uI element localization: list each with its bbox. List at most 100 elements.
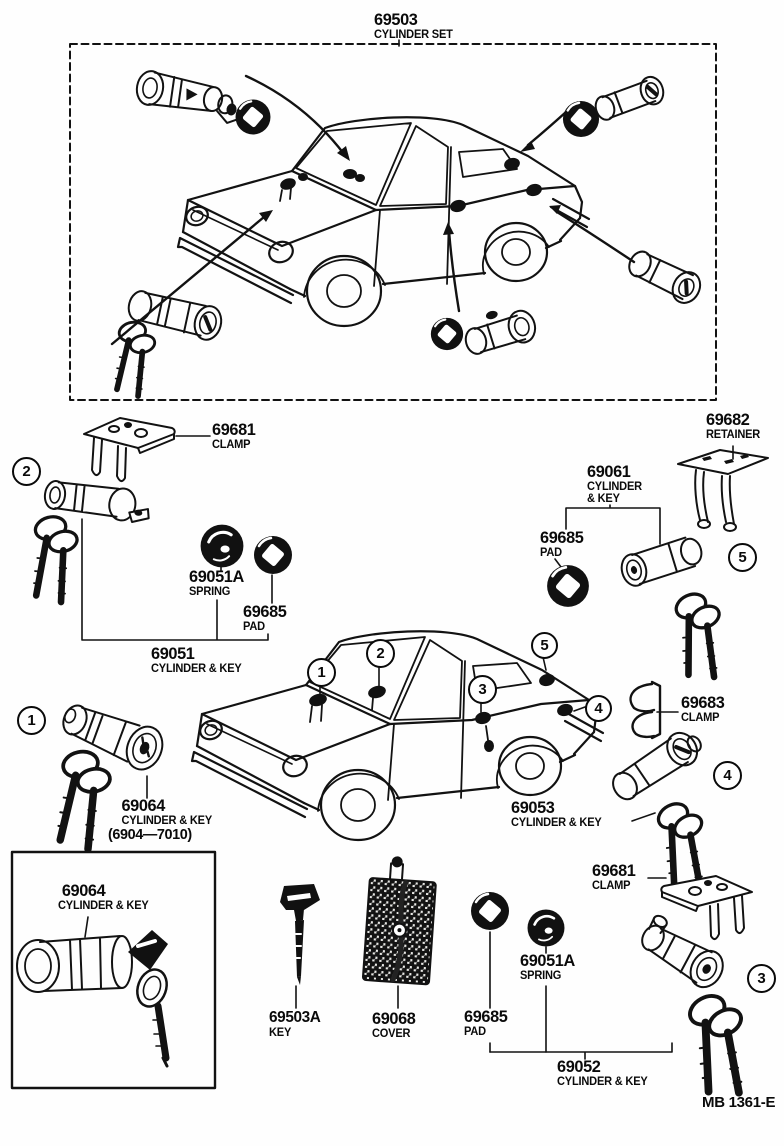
part-name: CYLINDER & KEY [58, 899, 149, 912]
part-name: PAD [540, 546, 562, 559]
keys-69051 [26, 511, 82, 603]
part-name: CYLINDER SET [374, 28, 453, 41]
figure-code: MB 1361-E [702, 1094, 776, 1111]
keys-top-box [108, 316, 160, 397]
cover-69068-drawing [361, 856, 437, 986]
cylinder-69064-box [10, 850, 217, 1090]
label-pad-69685-mid: 69685 PAD [243, 602, 287, 633]
leaders-69052-group [489, 931, 673, 1060]
label-cover-69068: 69068 COVER [372, 1009, 416, 1040]
part-name: SPRING [520, 969, 562, 982]
label-pad-69685-right: 69685 PAD [540, 528, 584, 559]
label-clamp-69681: 69681 CLAMP [212, 420, 256, 451]
trunk-cylinder-top [628, 250, 702, 304]
part-number: 69685 [540, 528, 584, 547]
part-name: CYLINDER & KEY [511, 816, 602, 829]
car-top [176, 116, 591, 328]
callout-number: 4 [594, 700, 603, 717]
keys-69064-mid [48, 744, 117, 851]
cylinder-set-box [69, 43, 717, 401]
part-number: 69064 [121, 796, 165, 815]
car-top-lock-positions [280, 157, 542, 213]
part-name: PAD [243, 620, 265, 633]
callout-3-bottom: 3 [747, 964, 776, 993]
pad-69685-right [545, 563, 591, 609]
pad-top-left [234, 98, 272, 136]
part-name: COVER [372, 1027, 411, 1040]
leader-69053 [631, 812, 656, 822]
callout-number: 2 [22, 463, 31, 480]
callout-number: 5 [738, 549, 747, 566]
callout-5-car: 5 [531, 632, 558, 659]
callout-number: 1 [317, 664, 326, 681]
label-clamp-69683: 69683 CLAMP [681, 694, 725, 724]
part-name: CYLINDER & KEY [151, 662, 242, 675]
ignition-cylinder-bottom [127, 290, 223, 341]
label-cylinder-69051: 69051 CYLINDER & KEY [151, 645, 242, 675]
callout-2-left: 2 [12, 457, 41, 486]
glovebox-cylinder [464, 309, 537, 355]
part-number: 69681 [592, 861, 636, 880]
part-name: CYLINDER & KEY [557, 1075, 648, 1088]
label-spring-69051a-mid: 69051A SPRING [189, 568, 244, 598]
part-number: 69061 [587, 462, 631, 481]
pad-glovebox [429, 316, 465, 352]
clamp-69681-drawing [83, 417, 176, 483]
part-number: 69051 [151, 644, 195, 663]
leaders-69051-group [81, 518, 273, 641]
part-number: 69685 [243, 602, 287, 621]
keys-69052 [683, 987, 754, 1098]
label-cylinder-69064-box: 69064 CYLINDER & KEY [58, 882, 149, 912]
car-middle [190, 630, 605, 842]
callout-4-right: 4 [713, 761, 742, 790]
callout-3-car: 3 [468, 675, 497, 704]
part-name: CLAMP [592, 879, 631, 892]
part-number: 69064 [61, 881, 106, 900]
key-69503a-drawing [280, 884, 320, 985]
callout-number: 3 [478, 681, 487, 698]
label-pad-69685-bottom: 69685 PAD [464, 1007, 508, 1038]
retainer-69682-drawing [677, 449, 769, 532]
callout-5-right: 5 [728, 543, 757, 572]
keys-69061 [671, 588, 727, 680]
part-name: CLAMP [212, 438, 251, 451]
part-name: PAD [464, 1025, 486, 1038]
part-number: 69503 [374, 10, 418, 29]
callout-2-car: 2 [366, 639, 395, 668]
part-number: 69068 [372, 1009, 416, 1028]
callout-1-car: 1 [307, 658, 336, 687]
pad-69685-mid [252, 534, 294, 576]
callout-number: 5 [540, 637, 549, 654]
spring-69051a-mid [199, 523, 245, 569]
cylinder-69064-mid-drawing [62, 704, 164, 771]
leader-69064-box [84, 916, 89, 938]
part-number: 69681 [212, 420, 256, 439]
part-number: 69052 [557, 1057, 601, 1076]
arrow-windshield [244, 74, 350, 161]
label-cylinder-69061: 69061 CYLINDER & KEY [587, 463, 642, 505]
cylinder-69064-box-drawing [16, 930, 170, 1068]
callout-leaders [319, 656, 586, 713]
callout-4-car: 4 [585, 695, 612, 722]
part-name: CLAMP [681, 711, 720, 724]
arrow-quarter [520, 110, 568, 152]
callout-1-left: 1 [17, 706, 46, 735]
part-number: 69685 [464, 1007, 508, 1026]
label-cylinder-69064-mid: 69064 CYLINDER & KEY (6904—7010) [108, 797, 212, 843]
car-middle-lock-positions [309, 673, 573, 752]
pad-69685-bottom [469, 890, 511, 932]
arrow-door [443, 222, 461, 313]
part-number: 69503A [269, 1009, 321, 1026]
label-cylinder-set: 69503 CYLINDER SET [374, 11, 453, 41]
door-cylinder-top [594, 75, 665, 121]
cylinder-69053-drawing [612, 731, 702, 801]
part-name: RETAINER [706, 428, 761, 441]
arrow-trunk [549, 205, 636, 264]
car-top-lock-bracket [279, 187, 292, 202]
part-number: 69053 [511, 798, 555, 817]
callout-number: 4 [723, 767, 732, 784]
label-clamp-69681-bottom: 69681 CLAMP [592, 861, 636, 892]
clamp-69681-bottom-drawing [660, 875, 753, 941]
